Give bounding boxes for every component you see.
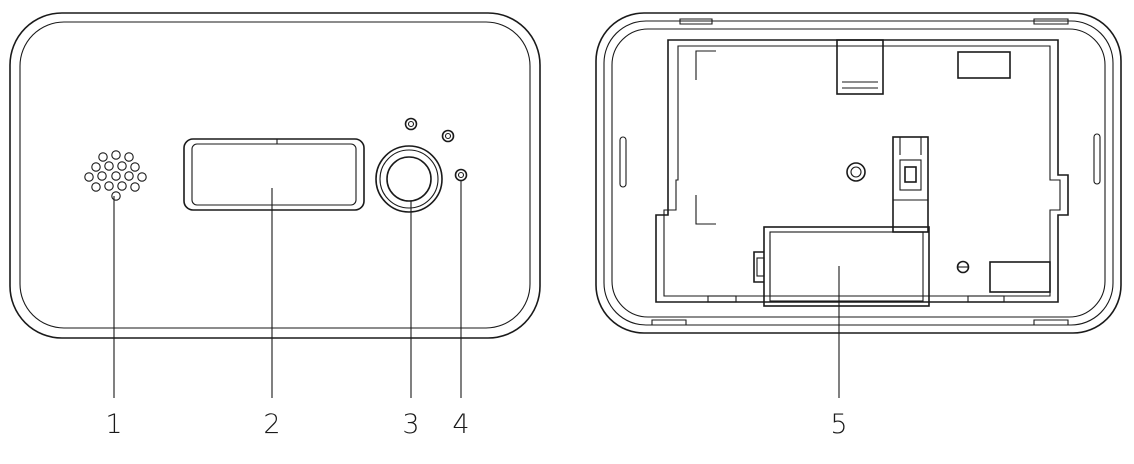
top-right-pad [957, 51, 1011, 79]
front-housing-outer [9, 12, 541, 339]
corner-clips [651, 18, 1069, 326]
callout-1: 1 [105, 409, 122, 440]
callout-3: 3 [402, 409, 419, 440]
bottom-left-slot [707, 295, 737, 303]
callout-2: 2 [263, 409, 280, 440]
callout-4: 4 [452, 409, 469, 440]
front-view [9, 12, 541, 398]
back-view [595, 12, 1122, 398]
indicator-leds [404, 117, 468, 182]
back-housing-outer [595, 12, 1122, 334]
callout-5: 5 [830, 409, 847, 440]
small-screw [956, 260, 970, 274]
speaker-grille [84, 150, 147, 201]
right-side-slot [1093, 133, 1101, 185]
test-button [375, 145, 443, 213]
front-housing-inner [19, 21, 531, 329]
tamper-switch [892, 136, 929, 233]
left-side-slot [619, 136, 627, 188]
battery-compartment [753, 226, 930, 307]
bottom-right-pad [989, 261, 1051, 293]
back-housing-inner [603, 20, 1114, 326]
bottom-right-slot [967, 295, 1005, 303]
screw-hole [846, 162, 866, 182]
mounting-plate [655, 39, 1069, 303]
display-window [183, 138, 365, 211]
top-latch [836, 39, 884, 95]
